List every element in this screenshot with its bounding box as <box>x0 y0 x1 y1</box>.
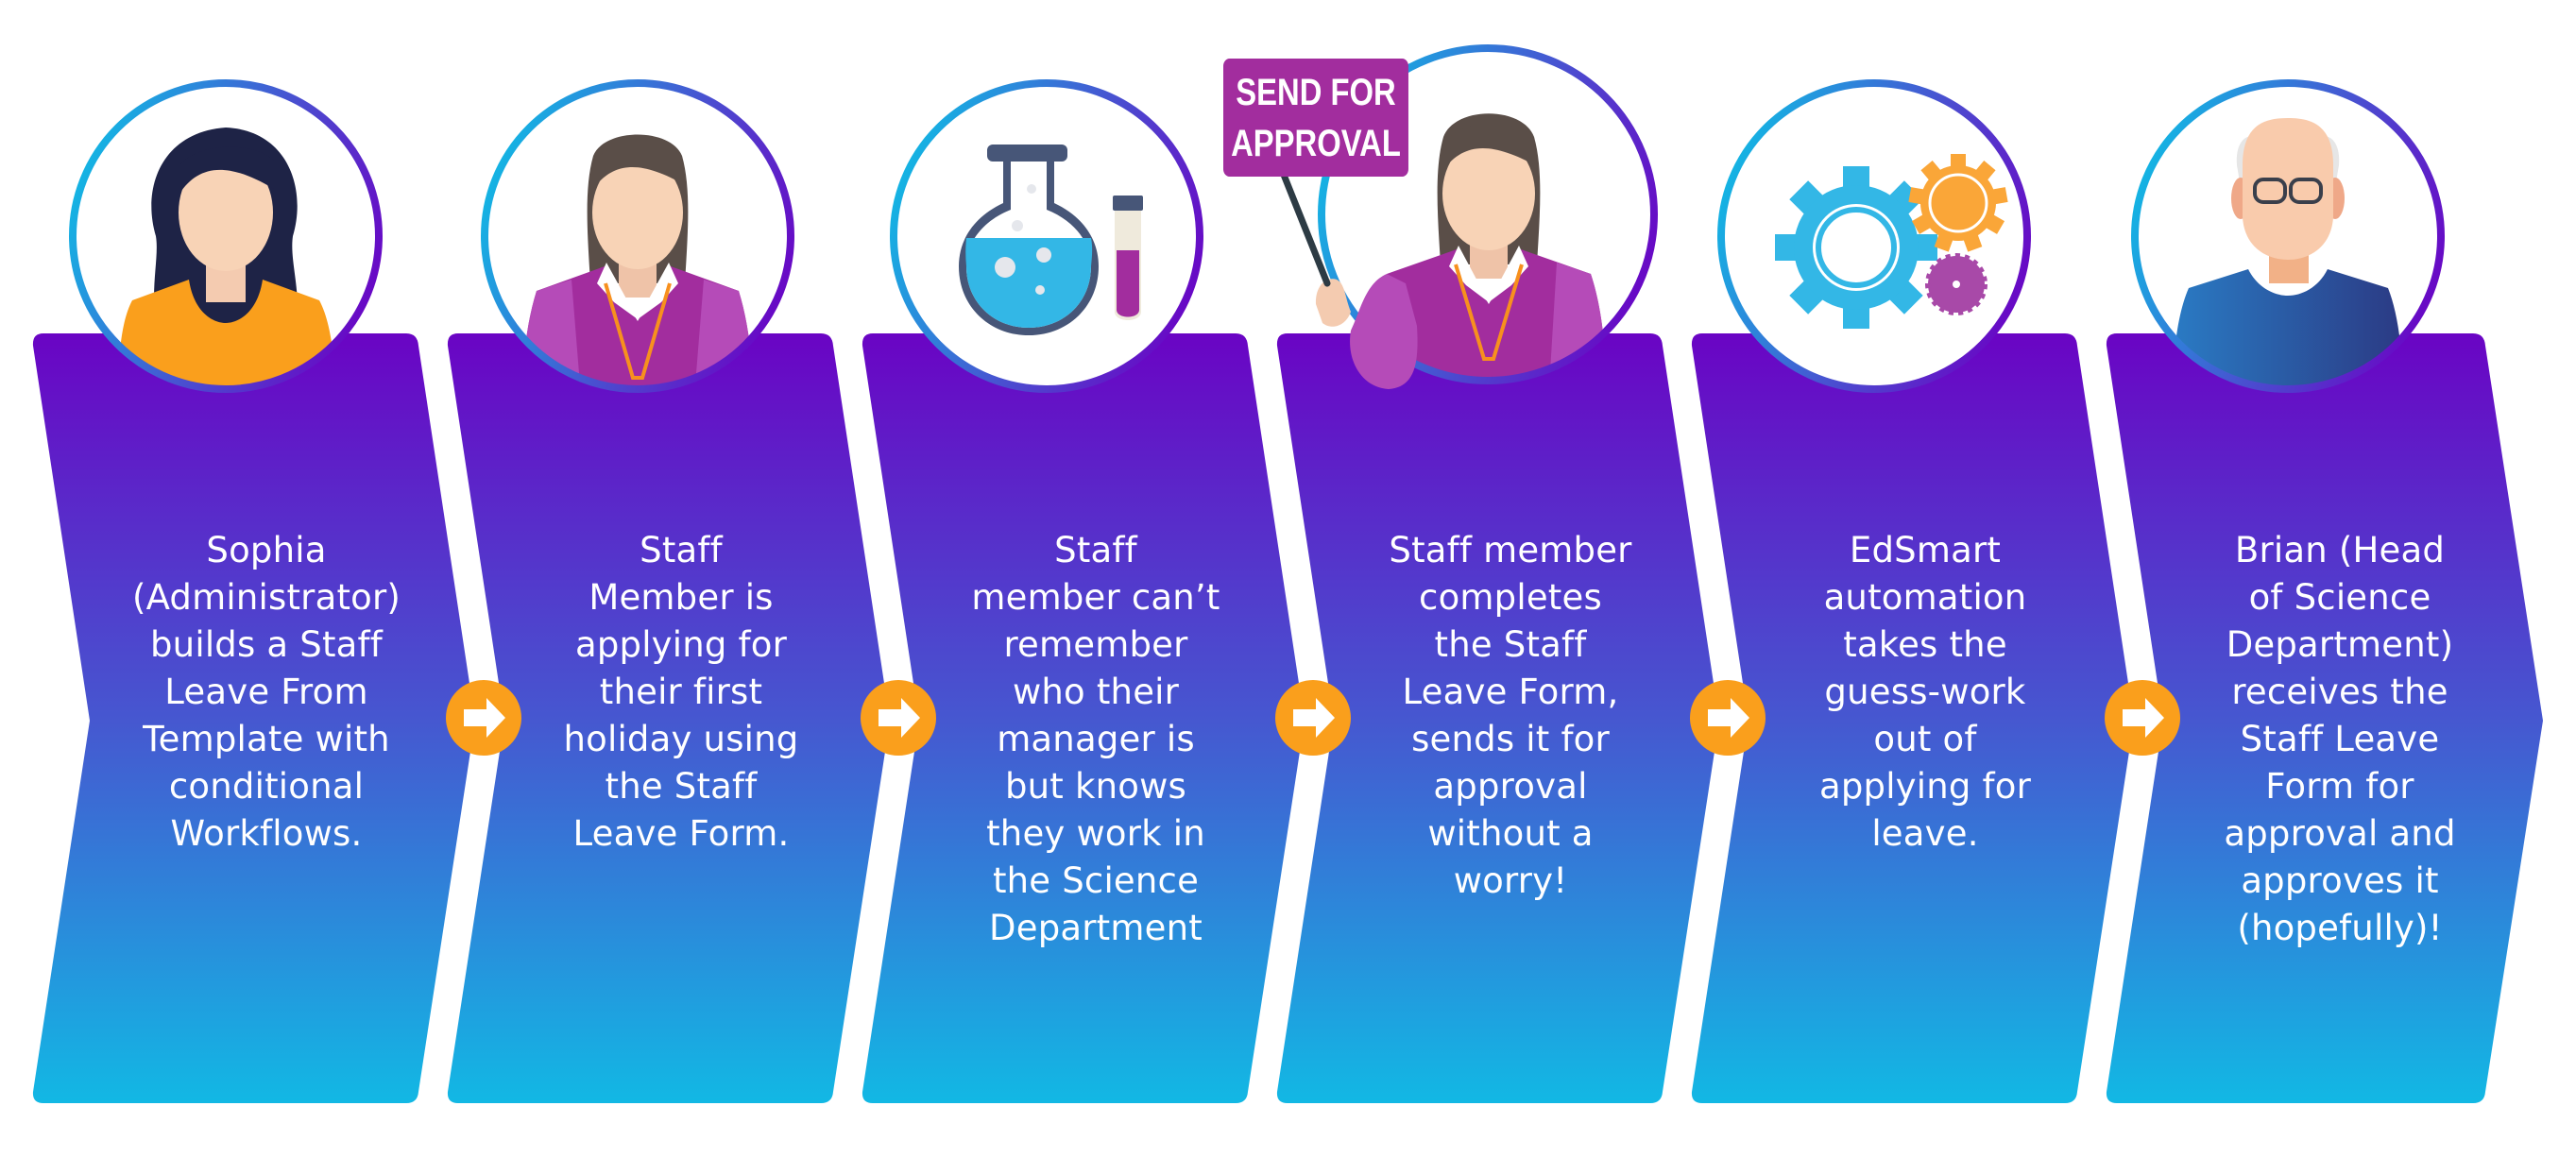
send-for-approval-sign: SEND FOR APPROVAL <box>1223 59 1408 177</box>
step-panel-4 <box>1276 333 1719 1103</box>
science-flask-icon <box>890 79 1203 393</box>
woman-administrator-avatar-icon <box>69 79 383 393</box>
step-panel-3 <box>862 333 1305 1103</box>
step-2-text: Staff Member is applying for their first… <box>563 530 799 854</box>
step-panel-5 <box>1691 333 2134 1103</box>
step-panel-2 <box>447 333 890 1103</box>
step-panel-6 <box>2106 333 2543 1103</box>
sign-text: SEND FOR APPROVAL <box>1231 71 1401 164</box>
step-5-text: EdSmart automation takes the guess-work … <box>1818 530 2032 854</box>
woman-presenting-sign-icon <box>1278 44 1658 389</box>
arrow-right-icon <box>1690 680 1766 756</box>
connector-arrows <box>446 680 2180 756</box>
step-1-text: Sophia (Administrator) builds a Staff Le… <box>131 530 401 854</box>
man-head-of-department-avatar-icon <box>2131 79 2445 393</box>
arrow-right-icon <box>446 680 521 756</box>
step-6-text: Brian (Head of Science Department) recei… <box>2224 530 2456 948</box>
step-panels <box>32 333 2543 1103</box>
arrow-right-icon <box>861 680 936 756</box>
step-panel-1 <box>32 333 476 1103</box>
arrow-right-icon <box>2105 680 2180 756</box>
woman-staff-member-avatar-icon <box>481 79 794 393</box>
gears-automation-icon <box>1717 79 2031 393</box>
step-3-text: Staff member can’t remember who their ma… <box>971 530 1220 948</box>
arrow-right-icon <box>1275 680 1351 756</box>
step-4-text: Staff member completes the Staff Leave F… <box>1389 530 1632 901</box>
